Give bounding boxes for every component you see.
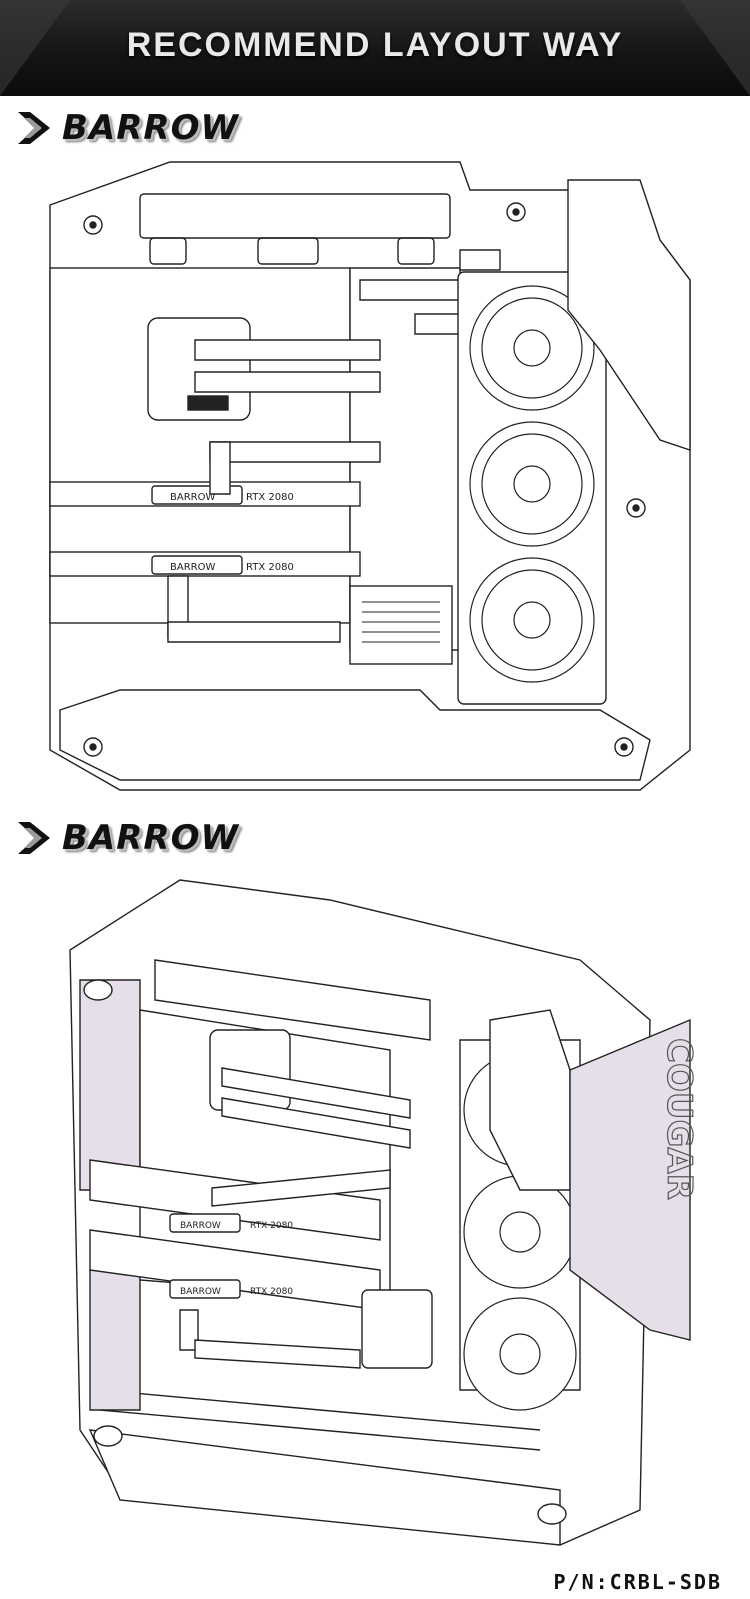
gpu-block-brand-1: BARROW xyxy=(170,492,215,503)
gpu-block-brand-4: BARROW xyxy=(180,1287,221,1297)
logo-text: BARROW xyxy=(62,108,239,148)
banner-corner-right xyxy=(680,0,750,96)
banner-title: RECOMMEND LAYOUT WAY xyxy=(126,26,624,64)
gpu-model-label-4: RTX 2080 xyxy=(250,1287,293,1297)
brand-logo-top: BARROW xyxy=(16,108,239,148)
brand-logo-bottom: BARROW xyxy=(16,818,239,858)
logo-text: BARROW xyxy=(62,818,239,858)
header-banner: RECOMMEND LAYOUT WAY xyxy=(0,0,750,96)
front-layout-drawing: BARROW BARROW RTX 2080 RTX 2080 xyxy=(49,161,691,791)
banner-corner-left xyxy=(0,0,70,96)
isometric-layout-drawing: BARROW BARROW RTX 2080 RTX 2080 COUGAR xyxy=(69,879,700,1546)
gpu-block-brand-3: BARROW xyxy=(180,1221,221,1231)
gpu-model-label-2: RTX 2080 xyxy=(246,562,294,573)
part-number: P/N:CRBL-SDB xyxy=(553,1570,722,1594)
gpu-model-label-3: RTX 2080 xyxy=(250,1221,293,1231)
gpu-block-brand-2: BARROW xyxy=(170,562,215,573)
barrow-arrow-icon xyxy=(18,112,50,144)
case-brand-text: COUGAR xyxy=(659,1038,699,1200)
barrow-arrow-icon xyxy=(18,822,50,854)
gpu-model-label-1: RTX 2080 xyxy=(246,492,294,503)
